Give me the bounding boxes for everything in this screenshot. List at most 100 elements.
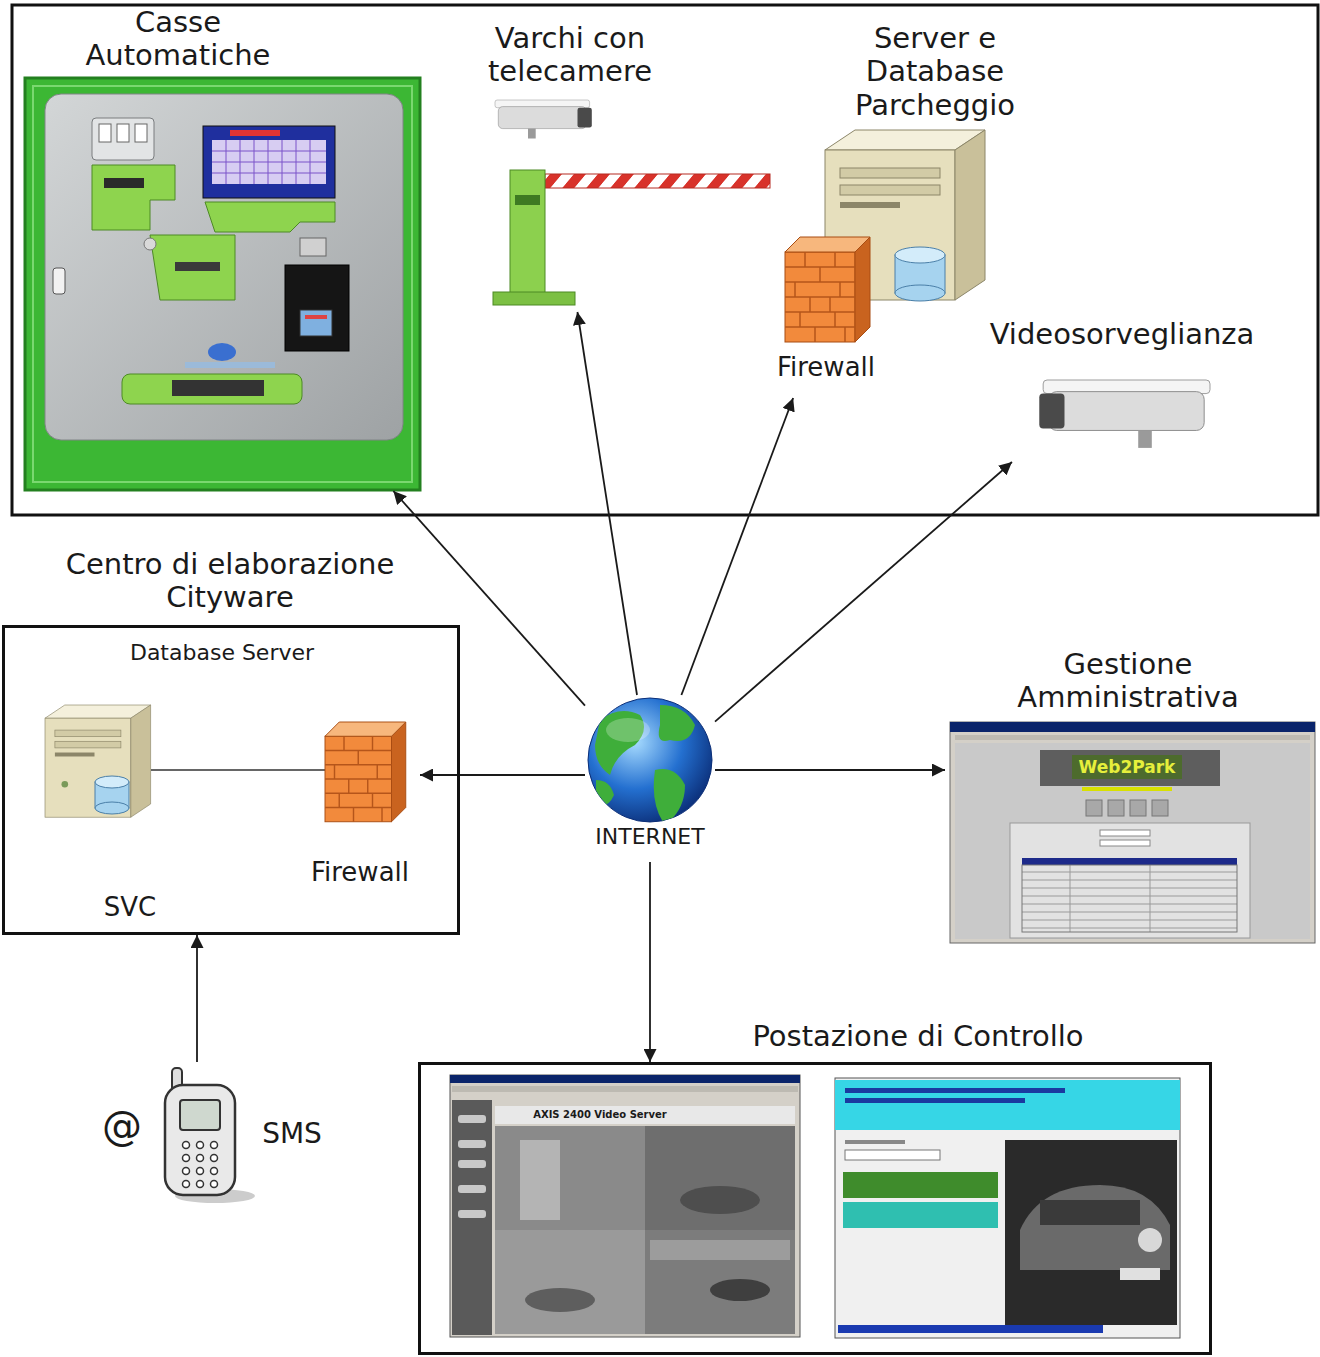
- admin-screenshot: [1152, 800, 1168, 816]
- payment-machine-art: [172, 380, 264, 396]
- phone-art: [197, 1155, 204, 1162]
- payment-machine-art: [45, 94, 403, 440]
- admin-screenshot: [1100, 830, 1150, 836]
- plate-check-screenshot: [1005, 1140, 1177, 1325]
- globe-art: [595, 705, 695, 825]
- video-screenshot: [458, 1140, 486, 1148]
- plate-check-screenshot: [1020, 1185, 1170, 1270]
- processing-center-art: [95, 776, 129, 788]
- firewall: Firewall: [300, 700, 420, 900]
- parking-server-art: [895, 285, 945, 301]
- payment-machine-art: [305, 315, 327, 319]
- connector-group: [197, 312, 1012, 1062]
- surveillance-camera-art: [1039, 380, 1210, 448]
- admin-screenshot: [1022, 865, 1237, 932]
- phone-art: [197, 1142, 204, 1149]
- gate-art: [493, 100, 770, 305]
- phone-art: [183, 1181, 190, 1188]
- video-screenshot: [458, 1185, 486, 1193]
- payment-machine-art: [117, 124, 129, 142]
- payment-machine-art: [33, 86, 412, 482]
- admin-screenshot: [1022, 858, 1237, 865]
- phone-art: [180, 1100, 220, 1130]
- admin-screenshot: [950, 722, 1315, 943]
- payment-machine-art: [25, 78, 420, 490]
- admin-screenshot: [950, 722, 1315, 732]
- connector-arrow: [715, 462, 1012, 722]
- phone-art: [211, 1155, 218, 1162]
- admin-screenshot: [955, 735, 1310, 740]
- payment-machine-art: [175, 262, 220, 271]
- plate-check-screenshot: [1120, 1268, 1160, 1280]
- processing-center-art: [151, 769, 325, 771]
- admin-screenshot: [1010, 823, 1250, 938]
- control-station: Postazione di Controllo: [418, 1062, 1212, 1355]
- gate-art: [515, 195, 540, 205]
- phone-art: [211, 1142, 218, 1149]
- payment-machine-art: [205, 202, 335, 232]
- payment-machine-art: [92, 118, 154, 160]
- processing-center-art: [45, 705, 406, 822]
- plate-check-screenshot: [838, 1325, 1103, 1333]
- connector-arrow: [196, 935, 198, 1062]
- payment-machine-art: [104, 178, 144, 188]
- admin-screenshot: [1082, 787, 1172, 791]
- site-frame: [12, 5, 1318, 515]
- phone-art: [197, 1168, 204, 1175]
- payment-machine: Casse Automatiche: [20, 4, 425, 491]
- video-screenshot: [458, 1160, 486, 1168]
- payment-machine-art: [122, 374, 302, 404]
- video-screenshot: [452, 1100, 492, 1335]
- admin-screenshot: [1040, 750, 1220, 786]
- admin-screenshot: [1100, 840, 1150, 846]
- phone-art: [183, 1142, 190, 1149]
- surveillance-camera-art: [1039, 380, 1210, 448]
- camera-gate: Varchi con telecamere: [445, 18, 710, 312]
- admin-screenshot: [950, 722, 1315, 943]
- payment-machine-art: [285, 265, 349, 351]
- globe-art: [588, 698, 712, 825]
- payment-machine-art: [92, 165, 175, 230]
- payment-machine-art: [25, 78, 420, 490]
- video-screenshot: [495, 1126, 645, 1230]
- payment-machine-art: [53, 268, 65, 294]
- gate-art: [495, 100, 592, 139]
- plate-check-screenshot: [835, 1080, 1180, 1130]
- video-screenshot: [680, 1186, 760, 1214]
- parking-server-art: [785, 237, 870, 342]
- payment-machine-art: [135, 124, 147, 142]
- video-screenshot: [458, 1115, 486, 1123]
- video-screenshot: [495, 1230, 645, 1334]
- plate-check-screenshot: [845, 1098, 1025, 1103]
- node-heading: Server e Database Parcheggio: [830, 22, 1040, 122]
- video-screenshot: [520, 1140, 560, 1220]
- payment-machine-art: [150, 235, 235, 300]
- video-screenshot: [458, 1210, 486, 1218]
- node-text: SVC: [80, 893, 180, 923]
- video-screenshot: [450, 1075, 800, 1337]
- plate-check-screenshot: [845, 1088, 1065, 1093]
- payment-machine-art: [300, 238, 326, 256]
- node-heading: Varchi con telecamere: [450, 22, 690, 89]
- phone-art: [211, 1181, 218, 1188]
- window-title: AXIS 2400 Video Server: [500, 1109, 700, 1121]
- video-screenshot: [645, 1126, 795, 1230]
- globe-art: [654, 769, 685, 825]
- admin-screenshot: [1130, 800, 1146, 816]
- admin-screenshot: [1108, 800, 1124, 816]
- video-screenshot: [452, 1086, 798, 1092]
- internet-globe: INTERNET: [585, 695, 715, 862]
- globe-art: [659, 705, 695, 741]
- node-text: Database Server: [72, 640, 372, 665]
- video-screenshot: [495, 1106, 795, 1124]
- plate-check-screenshot: [843, 1202, 998, 1228]
- phone-art: [211, 1168, 218, 1175]
- payment-machine-art: [208, 343, 236, 361]
- parking-server-art: [785, 130, 985, 342]
- video-screenshot: [710, 1279, 770, 1301]
- plate-check-screenshot: [1040, 1200, 1140, 1225]
- plate-check-screenshot: [845, 1150, 940, 1160]
- video-screenshot: [650, 1240, 790, 1260]
